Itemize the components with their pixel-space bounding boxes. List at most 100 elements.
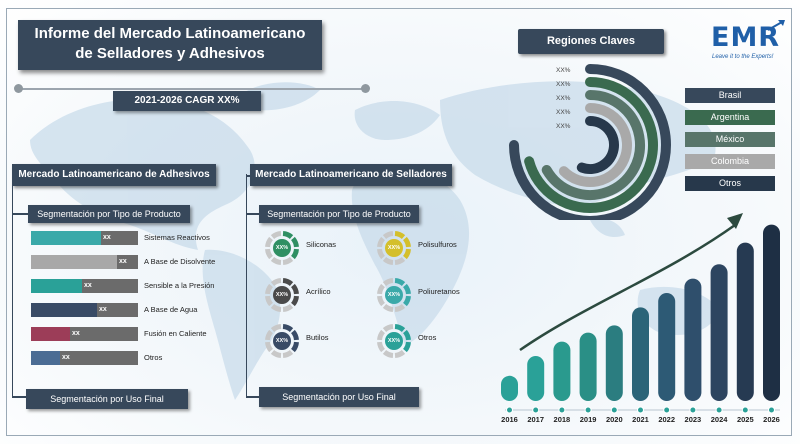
growth-bar-chart <box>501 213 780 414</box>
bar-label: Sistemas Reactivos <box>144 233 210 242</box>
donut-label: Otros <box>418 333 437 342</box>
growth-bar <box>632 307 649 401</box>
bar-value: xx <box>72 330 80 337</box>
sealants-tick-top <box>246 175 252 177</box>
region-value-label: XX% <box>556 109 571 116</box>
trend-arrow-line <box>519 223 736 352</box>
bar-label: Otros <box>144 353 163 362</box>
region-value-label: XX% <box>556 95 571 102</box>
legend-item: Argentina <box>685 110 775 125</box>
adhesive-row: xx Fusión en Caliente <box>31 327 291 341</box>
year-marker-dot <box>532 406 540 414</box>
emr-logo: EMR Leave it to the Experts! <box>708 20 786 64</box>
region-arc <box>558 103 632 187</box>
growth-bar <box>553 341 571 401</box>
growth-bar <box>658 293 676 401</box>
year-marker-dot <box>558 406 566 414</box>
legend-item: México <box>685 132 775 147</box>
donut-chart: XX% <box>262 275 302 315</box>
bar-fill <box>31 279 82 293</box>
logo-tagline: Leave it to the Experts! <box>712 54 774 60</box>
bar-fill <box>31 303 97 317</box>
region-arc <box>576 116 619 174</box>
adhesives-heading: Mercado Latinoamericano de Adhesivos <box>12 164 216 186</box>
donut-label: Siliconas <box>306 240 337 249</box>
sealants-tick-product <box>246 213 260 215</box>
sealants-heading: Mercado Latinoamericano de Selladores <box>250 164 452 186</box>
donut-label: Poliuretanos <box>418 287 460 296</box>
bar-fill <box>31 327 70 341</box>
donut-chart: XX% <box>262 228 302 268</box>
year-label: 2016 <box>501 415 518 424</box>
donut-chart: XX% <box>374 228 414 268</box>
bar-value: xx <box>62 354 70 361</box>
bar-fill <box>31 255 117 269</box>
year-marker-dot <box>715 406 723 414</box>
logo-wordmark: EMR <box>711 22 781 53</box>
report-title: Informe del Mercado Latinoamericano de S… <box>18 20 322 70</box>
donut-label: Acrílico <box>306 287 331 296</box>
year-marker-dot <box>689 406 697 414</box>
sealants-tick-enduse <box>246 396 260 398</box>
adhesives-enduse-segmentation: Segmentación por Uso Final <box>26 389 188 409</box>
year-label: 2020 <box>605 415 623 424</box>
growth-bar <box>684 278 702 401</box>
donut-chart: XX% <box>262 321 302 361</box>
growth-bar <box>736 242 754 401</box>
region-arc <box>524 77 658 213</box>
donut-value: XX% <box>273 286 291 304</box>
bar-value: xx <box>84 282 92 289</box>
year-marker-dot <box>584 406 592 414</box>
trend-arrow-head-icon <box>727 213 743 229</box>
year-label: 2019 <box>579 415 597 424</box>
donut-chart: XX% <box>374 275 414 315</box>
bar-label: Fusión en Caliente <box>144 329 207 338</box>
region-value-label: XX% <box>556 81 571 88</box>
title-line-1: Informe del Mercado Latinoamericano <box>34 25 306 42</box>
donut-value: XX% <box>273 239 291 257</box>
legend-item: Brasil <box>685 88 775 103</box>
sealants-bracket <box>246 174 247 396</box>
year-label: 2018 <box>553 415 571 424</box>
adhesives-tick-product <box>12 213 30 215</box>
bar-value: xx <box>99 306 107 313</box>
year-label: 2022 <box>658 415 676 424</box>
year-label: 2026 <box>763 415 780 424</box>
year-label: 2017 <box>527 415 545 424</box>
bar-fill <box>31 231 101 245</box>
year-marker-dot <box>768 406 775 414</box>
year-label: 2025 <box>736 415 754 424</box>
year-marker-dot <box>506 406 513 414</box>
year-label: 2023 <box>684 415 702 424</box>
year-marker-dot <box>637 406 644 414</box>
donut-value: XX% <box>385 332 403 350</box>
sealants-enduse-segmentation: Segmentación por Uso Final <box>259 387 419 407</box>
region-arc <box>509 64 671 220</box>
year-marker-dot <box>610 406 618 414</box>
region-value-label: XX% <box>556 67 571 74</box>
growth-bar <box>501 375 518 401</box>
adhesives-product-segmentation: Segmentación por Tipo de Producto <box>28 205 190 223</box>
region-value-label: XX% <box>556 123 571 130</box>
year-label: 2021 <box>632 415 649 424</box>
title-line-2: de Selladores y Adhesivos <box>75 45 265 62</box>
donut-label: Polisulfuros <box>418 240 457 249</box>
outer-frame <box>6 8 792 436</box>
bar-label: Sensible a la Presión <box>144 281 215 290</box>
growth-bar <box>763 224 780 401</box>
regions-radial-bar-chart <box>509 64 671 220</box>
divider-dot-left <box>14 84 23 93</box>
adhesive-row: xx Sensible a la Presión <box>31 279 291 293</box>
year-marker-dot <box>663 406 671 414</box>
divider-line <box>18 88 366 90</box>
legend-item: Colombia <box>685 154 775 169</box>
bar-value: xx <box>119 258 127 265</box>
adhesive-row: xx Otros <box>31 351 291 365</box>
region-arc <box>541 90 645 200</box>
donut-value: XX% <box>385 286 403 304</box>
